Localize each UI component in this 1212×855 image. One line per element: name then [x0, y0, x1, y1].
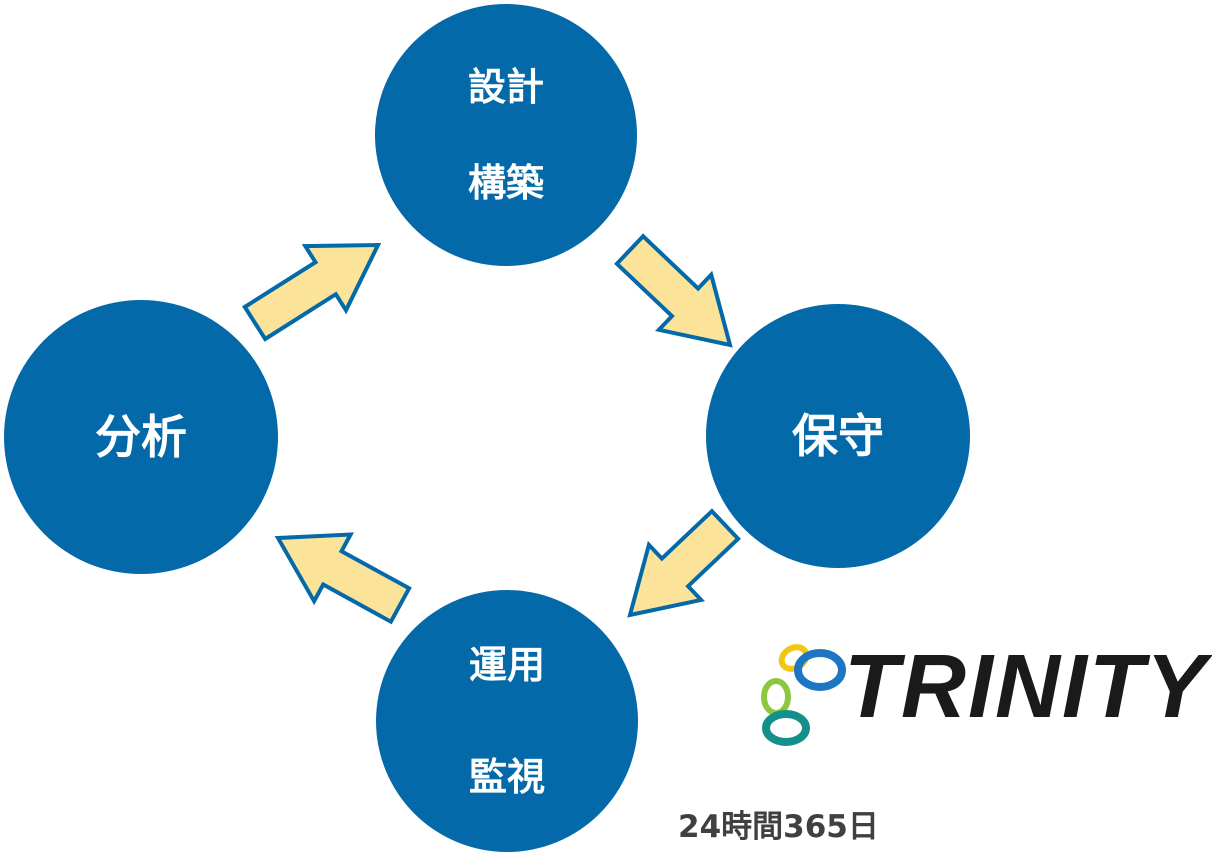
- arrow-design-to-maintain: [614, 233, 733, 348]
- node-design-label-2: 構築: [467, 161, 544, 205]
- arrow-analyze-to-design: [242, 242, 382, 342]
- node-operate: 運用 監視: [376, 590, 638, 852]
- ring-chain-icon: [761, 644, 846, 746]
- node-maintain: 保守: [706, 304, 970, 568]
- logo-wordmark: TRINITY: [844, 637, 1208, 737]
- node-analyze: 分析: [4, 300, 278, 574]
- node-analyze-label: 分析: [95, 410, 187, 464]
- node-operate-label-2: 監視: [468, 755, 545, 799]
- node-design: 設計 構築: [375, 4, 637, 266]
- node-maintain-label: 保守: [792, 409, 884, 463]
- availability-caption: 24時間365日: [678, 809, 879, 845]
- node-design-label-1: 設計: [467, 65, 544, 109]
- arrow-operate-to-analyze: [274, 532, 412, 625]
- trinity-logo: TRINITY: [756, 640, 1206, 750]
- arrow-maintain-to-operate: [627, 508, 741, 618]
- node-operate-label-1: 運用: [468, 643, 545, 687]
